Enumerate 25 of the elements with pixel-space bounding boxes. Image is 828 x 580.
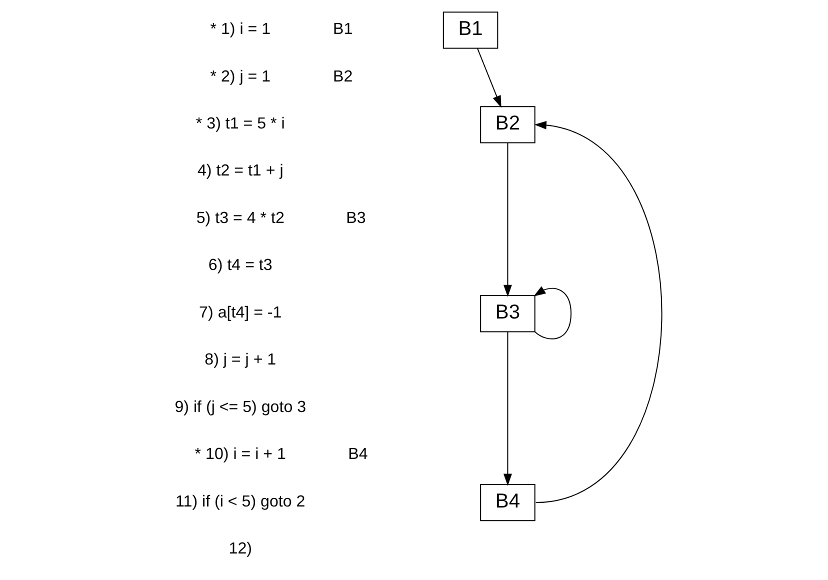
label: * 10) i = i + 1	[194, 445, 286, 464]
label: B3	[346, 208, 366, 227]
label: 4) t2 = t1 + j	[197, 162, 284, 180]
label: * 3) t1 = 5 * i	[196, 114, 285, 132]
node-box: B2	[480, 106, 536, 144]
arrow	[534, 286, 572, 340]
arrow	[504, 332, 512, 486]
label: * 1) i = 1	[210, 20, 271, 38]
arrow	[504, 142, 512, 297]
label: * 2) j = 1	[210, 67, 271, 86]
label: 6) t4 = t3	[208, 256, 272, 274]
node-box: B4	[480, 484, 536, 522]
label: 8) j = j + 1	[204, 350, 276, 369]
label: 11) if (i < 5) goto 2	[176, 492, 306, 510]
label: 7) a[t4] = -1	[199, 303, 282, 322]
arrow	[534, 120, 662, 504]
label: B1	[333, 20, 353, 38]
node-box: B3	[480, 295, 536, 332]
label: B4	[348, 445, 368, 464]
node-box: B1	[442, 12, 498, 49]
label: 5) t3 = 4 * t2	[196, 208, 284, 227]
label: 12)	[228, 540, 252, 558]
label: 9) if (j <= 5) goto 3	[174, 398, 306, 416]
arrow	[477, 48, 502, 108]
label: B2	[333, 67, 353, 86]
